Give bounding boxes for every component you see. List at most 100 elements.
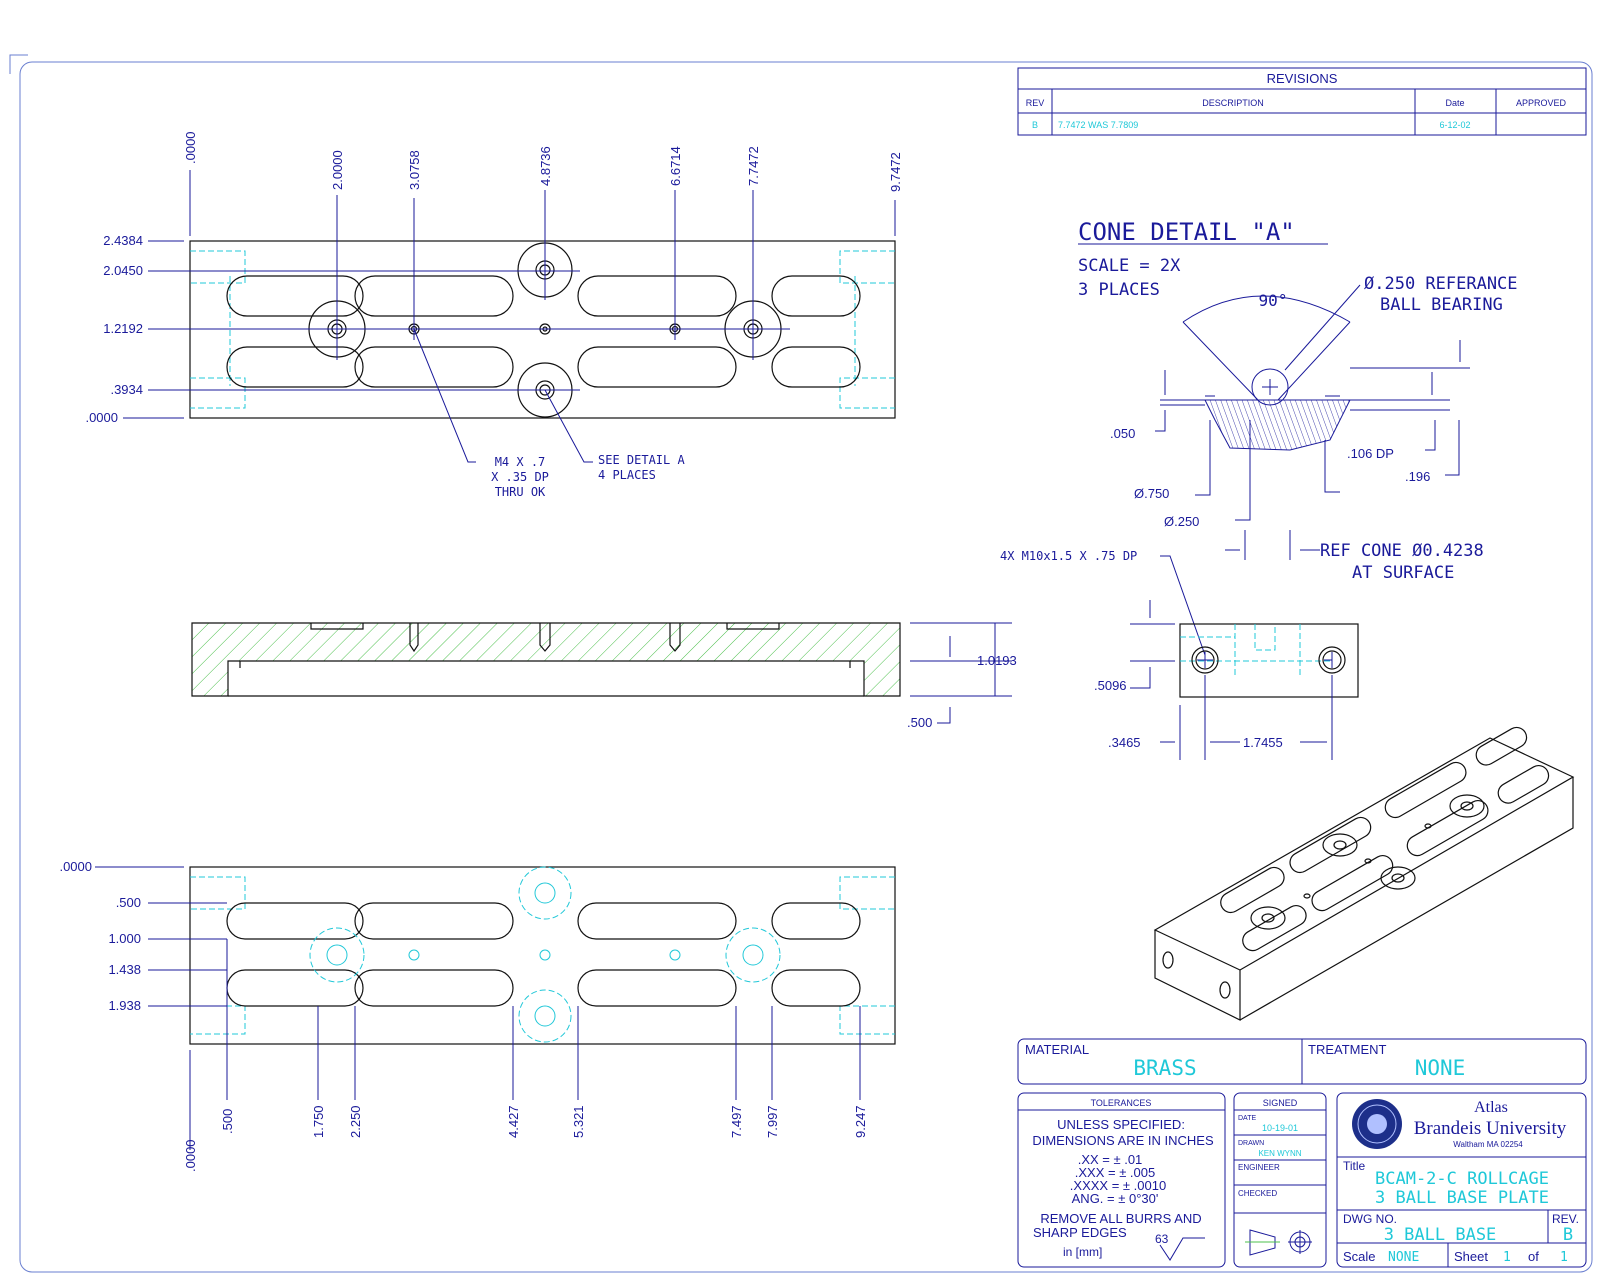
description-cell: 7.7472 WAS 7.7809	[1058, 120, 1138, 130]
bottom-y-dim-2: 1.000	[108, 931, 141, 946]
checked-label: CHECKED	[1238, 1189, 1277, 1198]
drawing-title-1: BCAM-2-C ROLLCAGE	[1375, 1169, 1549, 1189]
treatment-label: TREATMENT	[1308, 1042, 1387, 1057]
bottom-view: .0000 .500 1.000 1.438 1.938 .0000 .500 …	[59, 859, 896, 1172]
org-line-2: Brandeis University	[1414, 1118, 1567, 1139]
cone-angle: 90°	[1259, 291, 1288, 310]
top-x-dim-2: 3.0758	[407, 150, 422, 190]
top-x-dim-3: 4.8736	[538, 146, 553, 186]
bottom-x-dim-5: 5.321	[571, 1105, 586, 1138]
scale-label: Scale	[1343, 1249, 1376, 1264]
top-y-dim-2: 1.2192	[103, 321, 143, 336]
dwg-number: 3 BALL BASE	[1384, 1225, 1497, 1245]
bottom-x-dim-8: 9.247	[853, 1105, 868, 1138]
drawing-title-2: 3 BALL BASE PLATE	[1375, 1188, 1549, 1208]
tol-line-2: DIMENSIONS ARE IN INCHES	[1032, 1133, 1214, 1148]
title-block: Atlas Brandeis University Waltham MA 022…	[1336, 1092, 1587, 1268]
ref-cone-line-1: REF CONE Ø0.4238	[1320, 541, 1484, 561]
date-label: DATE	[1238, 1115, 1256, 1122]
top-y-dim-0: 2.4384	[103, 233, 143, 248]
cone-dim-196: .196	[1405, 469, 1430, 484]
bottom-y-dim-0: .0000	[59, 859, 92, 874]
tap-note-line-2: X .35 DP	[491, 470, 549, 484]
corner-mark	[9, 54, 28, 74]
burr-note-2: SHARP EDGES	[1033, 1225, 1127, 1240]
isometric-view	[1153, 726, 1575, 1021]
end-dim-17455: 1.7455	[1243, 735, 1283, 750]
thread-note: 4X M10x1.5 X .75 DP	[1000, 549, 1137, 563]
tol-line-4: .XXX = ± .005	[1075, 1165, 1156, 1180]
bottom-y-dim-3: 1.438	[108, 962, 141, 977]
bottom-y-dim-4: 1.938	[108, 998, 141, 1013]
bottom-x-dim-1: .500	[220, 1109, 235, 1134]
of-value: 1	[1560, 1250, 1568, 1265]
date-header: Date	[1445, 98, 1464, 108]
tol-line-3: .XX = ± .01	[1078, 1152, 1143, 1167]
burr-note-1: REMOVE ALL BURRS AND	[1040, 1211, 1201, 1226]
ref-ball-line-2: BALL BEARING	[1380, 295, 1503, 315]
top-y-dim-4: .0000	[85, 410, 118, 425]
signed-block: SIGNED DATE 10-19-01 DRAWN KEN WYNN ENGI…	[1233, 1092, 1327, 1268]
material-label: MATERIAL	[1025, 1042, 1089, 1057]
cone-detail-title: CONE DETAIL "A"	[1078, 218, 1295, 246]
bottom-y-dim-1: .500	[116, 895, 141, 910]
rev-cell: B	[1032, 120, 1038, 130]
section-dim-height: 1.0193	[977, 653, 1017, 668]
tol-line-6: ANG. = ± 0°30'	[1072, 1191, 1159, 1206]
tol-line-1: UNLESS SPECIFIED:	[1057, 1117, 1185, 1132]
org-line-1: Atlas	[1474, 1099, 1508, 1116]
tolerances-title: TOLERANCES	[1091, 1098, 1152, 1108]
bottom-x-dim-3: 2.250	[348, 1105, 363, 1138]
cone-dim-750: Ø.750	[1134, 486, 1169, 501]
rev-value: B	[1563, 1225, 1573, 1245]
bottom-x-dim-2: 1.750	[311, 1105, 326, 1138]
title-label: Title	[1343, 1159, 1366, 1173]
ref-cone-line-2: AT SURFACE	[1352, 563, 1454, 583]
cone-dim-050: .050	[1110, 426, 1135, 441]
revisions-table: REVISIONS REV DESCRIPTION Date APPROVED …	[1017, 67, 1587, 136]
top-y-dim-3: .3934	[110, 382, 143, 397]
description-header: DESCRIPTION	[1202, 98, 1264, 108]
date-cell: 6-12-02	[1439, 120, 1470, 130]
org-address: Waltham MA 02254	[1453, 1140, 1523, 1149]
top-x-dim-1: 2.0000	[330, 150, 345, 190]
date-value: 10-19-01	[1262, 1123, 1298, 1133]
dwg-label: DWG NO.	[1343, 1212, 1397, 1226]
drawn-label: DRAWN	[1238, 1140, 1264, 1147]
bottom-x-dim-4: 4.427	[506, 1105, 521, 1138]
section-view: 1.0193 .500	[191, 622, 1017, 730]
finish-value: 63	[1155, 1232, 1169, 1246]
approved-header: APPROVED	[1516, 98, 1567, 108]
detail-note-line-1: SEE DETAIL A	[598, 453, 685, 467]
bottom-x-dim-7: 7.997	[765, 1105, 780, 1138]
units-note: in [mm]	[1063, 1245, 1102, 1259]
detail-note-line-2: 4 PLACES	[598, 468, 656, 482]
cone-dim-250: Ø.250	[1164, 514, 1199, 529]
sheet-value: 1	[1503, 1250, 1511, 1265]
rev-label: REV.	[1552, 1212, 1579, 1226]
top-y-dim-1: 2.0450	[103, 263, 143, 278]
tap-note-line-3: THRU OK	[495, 485, 546, 499]
bottom-x-dim-0: .0000	[183, 1139, 198, 1172]
end-dim-3465: .3465	[1108, 735, 1141, 750]
revisions-title: REVISIONS	[1267, 71, 1338, 86]
signed-title: SIGNED	[1263, 1098, 1298, 1108]
cone-detail: CONE DETAIL "A" SCALE = 2X 3 PLACES 90° …	[1078, 218, 1518, 583]
cone-dim-dp: .106 DP	[1347, 446, 1394, 461]
top-x-dim-6: 9.7472	[888, 152, 903, 192]
cone-detail-places: 3 PLACES	[1078, 280, 1160, 300]
section-dim-floor: .500	[907, 715, 932, 730]
scale-value: NONE	[1388, 1250, 1419, 1265]
end-view: 4X M10x1.5 X .75 DP .5096 .3465 1.7455	[1000, 549, 1359, 760]
projection-cone-icon	[1249, 1229, 1276, 1256]
tol-line-5: .XXXX = ± .0010	[1070, 1178, 1166, 1193]
sheet-label: Sheet	[1454, 1249, 1488, 1264]
top-x-dim-0: .0000	[183, 131, 198, 164]
cone-detail-scale: SCALE = 2X	[1078, 256, 1181, 276]
surface-finish-icon	[1159, 1237, 1205, 1261]
end-dim-5096: .5096	[1094, 678, 1127, 693]
tap-note-line-1: M4 X .7	[495, 455, 546, 469]
top-x-dim-4: 6.6714	[668, 146, 683, 186]
material-block: MATERIAL BRASS TREATMENT NONE	[1017, 1038, 1587, 1085]
